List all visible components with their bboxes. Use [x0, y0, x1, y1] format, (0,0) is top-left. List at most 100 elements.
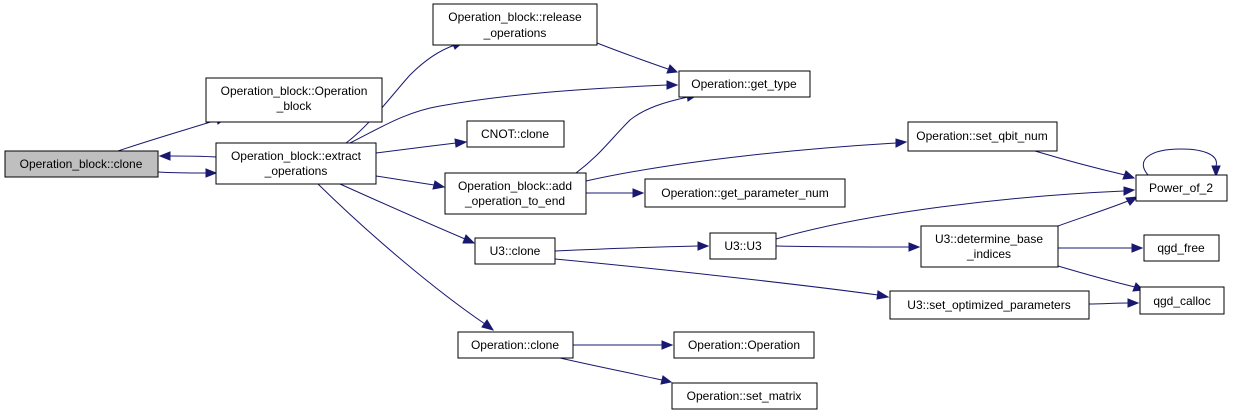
edge-u3-det-to-qgd-calloc — [1057, 265, 1145, 292]
node-operation-block-constructor[interactable]: Operation_block::Operation _block — [205, 77, 383, 123]
node-label: Operation::clone — [471, 338, 559, 352]
node-operation-block-add-operation-to-end[interactable]: Operation_block::add _operation_to_end — [444, 172, 587, 215]
node-label: U3::set_optimized_parameters — [907, 298, 1070, 312]
node-label: _operations — [483, 26, 547, 40]
node-cnot-clone[interactable]: CNOT::clone — [466, 120, 565, 148]
edge-line — [585, 142, 897, 182]
node-operation-set-qbit-num[interactable]: Operation::set_qbit_num — [907, 121, 1058, 152]
edge-ob-extract-to-ob-add — [375, 175, 446, 190]
arrowhead — [1211, 165, 1221, 178]
edge-line — [554, 245, 699, 252]
node-operation-block-clone[interactable]: Operation_block::clone — [4, 150, 159, 178]
arrowhead — [1122, 170, 1136, 180]
node-label: Power_of_2 — [1149, 181, 1213, 195]
node-label: qgd_calloc — [1153, 294, 1210, 308]
edge-op-clone-to-op-ctor — [572, 340, 674, 350]
edge-line — [345, 44, 456, 144]
node-qgd-free[interactable]: qgd_free — [1143, 234, 1220, 262]
edge-line — [775, 245, 910, 248]
arrowhead — [660, 375, 673, 385]
node-u3-determine-base-indices[interactable]: U3::determine_base _indices — [920, 225, 1059, 268]
edge-ob-add-to-op-get-param — [586, 188, 645, 198]
edge-line — [559, 357, 663, 381]
node-power-of-2[interactable]: Power_of_2 — [1135, 174, 1228, 202]
edge-line — [1034, 150, 1126, 176]
node-label: Operation_block::add — [458, 179, 572, 193]
node-operation-block-release-operations[interactable]: Operation_block::release _operations — [432, 3, 598, 46]
edge-line — [349, 84, 668, 144]
edge-u3-setopt-to-qgd-calloc — [1088, 298, 1140, 308]
node-u3-set-optimized-parameters[interactable]: U3::set_optimized_parameters — [889, 290, 1090, 320]
node-label: U3::clone — [490, 244, 541, 258]
arrowhead — [666, 64, 679, 74]
edge-op-set-qbit-to-power2 — [1034, 150, 1136, 180]
node-label: Operation::get_parameter_num — [661, 186, 828, 200]
arrowhead — [205, 168, 218, 178]
edge-line — [1142, 148, 1217, 176]
edge-line — [575, 96, 689, 174]
arrowhead — [908, 242, 921, 252]
edge-ob-clone-to-ob-extract — [157, 168, 218, 178]
node-operation-constructor[interactable]: Operation::Operation — [673, 331, 815, 359]
node-operation-set-matrix[interactable]: Operation::set_matrix — [671, 382, 818, 410]
edge-u3-clone-to-u3-setopt — [554, 258, 890, 300]
node-operation-get-parameter-num[interactable]: Operation::get_parameter_num — [644, 178, 846, 208]
edge-u3-clone-to-u3-u3 — [554, 241, 710, 252]
arrowhead — [661, 340, 674, 350]
node-label: Operation::set_qbit_num — [916, 129, 1047, 143]
edge-ob-extract-to-ob-clone — [158, 151, 217, 161]
node-qgd-calloc[interactable]: qgd_calloc — [1139, 286, 1225, 315]
node-label: U3::determine_base — [935, 232, 1043, 246]
arrowhead — [1123, 186, 1136, 196]
arrowhead — [697, 241, 710, 251]
edge-u3-det-to-power2 — [1057, 196, 1139, 227]
node-label: Operation_block::extract — [231, 149, 362, 163]
edge-line — [317, 183, 486, 325]
arrowhead — [481, 319, 495, 331]
node-operation-clone[interactable]: Operation::clone — [457, 331, 574, 359]
arrowhead — [454, 138, 468, 148]
edge-ob-release-to-op-get-type — [596, 42, 679, 74]
edge-line — [375, 142, 457, 154]
node-label: U3::U3 — [724, 239, 762, 253]
edge-line — [375, 175, 435, 186]
node-label: Operation::Operation — [688, 338, 800, 352]
node-label: _indices — [966, 247, 1011, 261]
arrowhead — [895, 138, 908, 148]
node-label: _operation_to_end — [464, 194, 565, 208]
node-label: Operation_block::Operation — [221, 84, 368, 98]
edge-u3-u3-to-u3-det — [775, 242, 921, 252]
arrowhead — [432, 180, 446, 190]
arrowhead — [158, 151, 171, 161]
node-label: _block — [276, 99, 313, 113]
node-label: Operation::set_matrix — [687, 389, 802, 403]
edge-line — [339, 183, 466, 240]
edge-line — [596, 42, 669, 70]
node-u3-clone[interactable]: U3::clone — [474, 237, 556, 265]
arrowhead — [1131, 243, 1144, 253]
edge-u3-u3-to-power2 — [775, 186, 1136, 240]
node-operation-get-type[interactable]: Operation::get_type — [678, 70, 811, 98]
node-label: Operation_block::release — [448, 10, 582, 24]
edge-ob-add-to-op-set-qbit — [585, 138, 908, 182]
edge-line — [117, 119, 218, 152]
arrowhead — [632, 188, 645, 198]
node-label: Operation_block::clone — [20, 157, 143, 171]
arrowhead — [1127, 298, 1140, 308]
edge-line — [1088, 302, 1129, 305]
node-u3-u3[interactable]: U3::U3 — [709, 232, 777, 260]
node-label: qgd_free — [1157, 241, 1205, 255]
arrowhead — [1125, 196, 1139, 206]
edge-line — [1057, 200, 1129, 227]
edge-u3-det-to-qgd-free — [1058, 243, 1144, 253]
edge-ob-extract-to-op-get-type — [349, 80, 679, 144]
node-label: Operation::get_type — [691, 77, 797, 91]
edge-power2-to-power2 — [1142, 148, 1221, 178]
edge-line — [169, 155, 217, 158]
edge-line — [157, 171, 207, 174]
edge-ob-extract-to-cnot-clone — [375, 138, 468, 154]
edge-line — [775, 190, 1125, 240]
node-label: _operations — [264, 164, 328, 178]
node-operation-block-extract-operations[interactable]: Operation_block::extract _operations — [215, 142, 377, 185]
